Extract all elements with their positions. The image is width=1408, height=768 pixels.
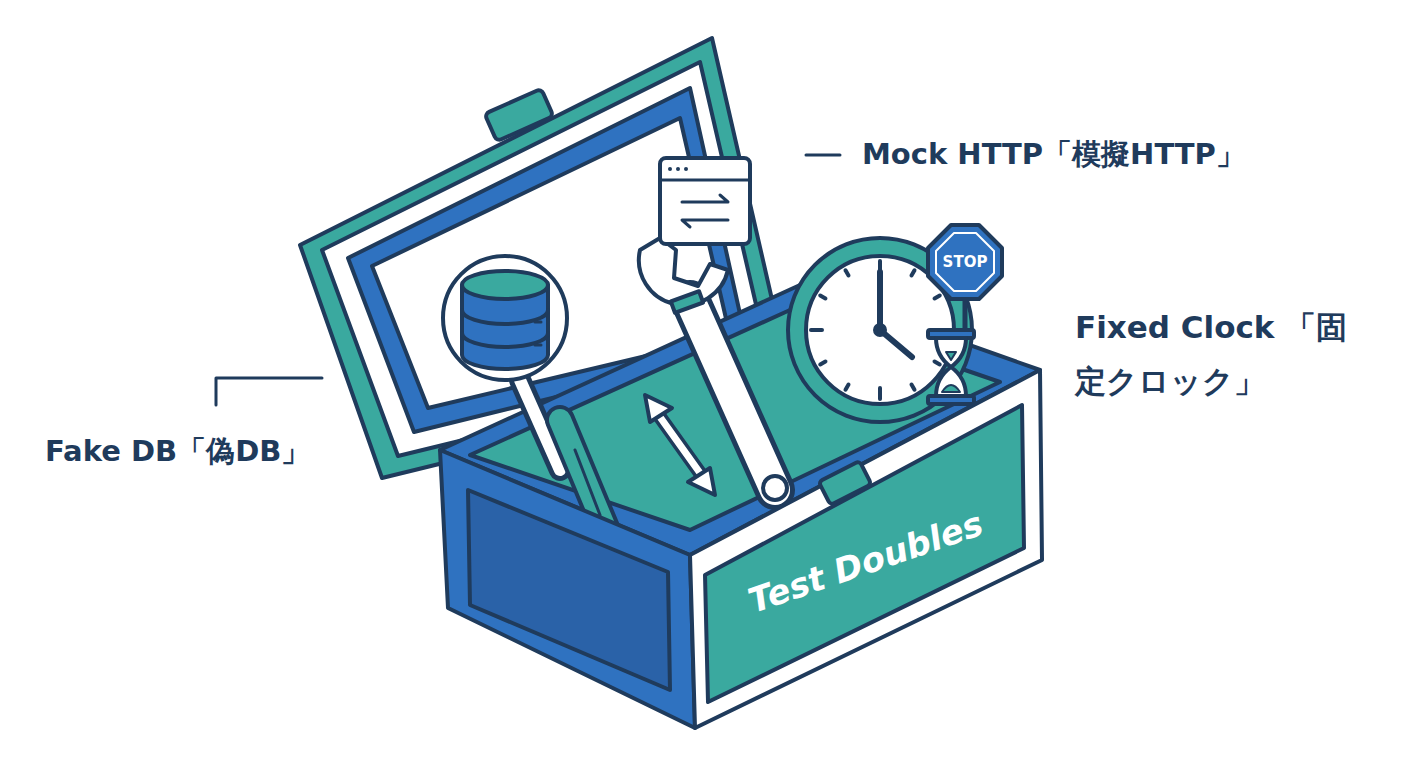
box-label-panel bbox=[705, 405, 1024, 702]
callout-label: Fake DB「偽DB」 bbox=[45, 432, 310, 472]
box-left-face bbox=[440, 450, 695, 728]
box-right-face bbox=[690, 370, 1042, 728]
box-latch bbox=[819, 461, 872, 505]
double-arrow bbox=[645, 395, 715, 495]
leader-line bbox=[216, 378, 322, 405]
callout-label: Mock HTTP「模擬HTTP」 bbox=[862, 135, 1245, 175]
leader-line bbox=[806, 154, 840, 157]
lid-handle bbox=[485, 89, 554, 142]
sign-text: STOP bbox=[943, 253, 988, 271]
fake-db-icon bbox=[443, 256, 567, 470]
mock-http-icon bbox=[660, 158, 750, 244]
stop-sign bbox=[928, 225, 1002, 330]
wrench bbox=[639, 238, 787, 500]
callout-label: Fixed Clock 「固定クロック」 bbox=[1075, 300, 1375, 409]
box-left-panel bbox=[468, 490, 670, 690]
hourglass bbox=[928, 330, 974, 404]
